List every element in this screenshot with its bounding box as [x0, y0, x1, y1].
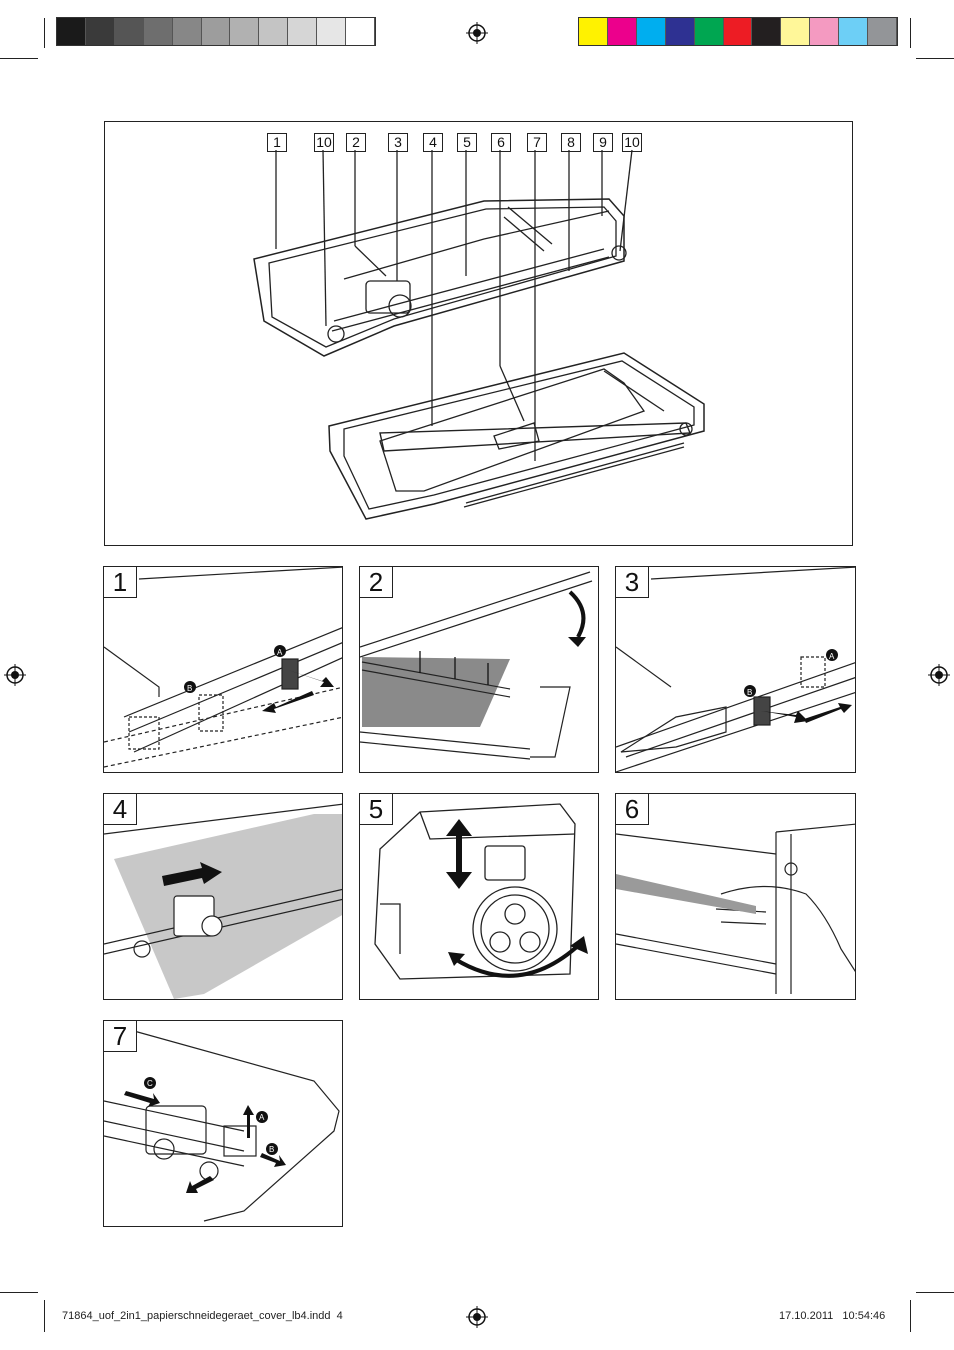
step-number: 7: [104, 1021, 137, 1052]
color-bar: [578, 17, 898, 46]
callout-5: 5: [457, 133, 477, 152]
step-panel-3: 3 A B: [615, 566, 856, 773]
footer-page: 4: [336, 1310, 343, 1322]
color-swatch: [57, 18, 86, 45]
label-b: B: [747, 688, 752, 697]
step-7-illustration: C A B: [104, 1030, 340, 1222]
color-swatch: [694, 18, 724, 45]
callout-4: 4: [423, 133, 443, 152]
label-a: A: [277, 648, 283, 657]
step-panel-7: 7 C A B: [103, 1020, 343, 1227]
label-c: C: [147, 1079, 153, 1088]
color-swatch: [288, 18, 318, 45]
callout-2: 2: [346, 133, 366, 152]
callout-9: 9: [593, 133, 613, 152]
step-panel-6: 6: [615, 793, 856, 1000]
color-swatch: [346, 18, 375, 45]
paper-cutter-illustration: [253, 149, 705, 520]
footer-file: 71864_uof_2in1_papierschneidegeraet_cove…: [62, 1310, 343, 1322]
color-swatch: [259, 18, 289, 45]
step-4-illustration: [104, 803, 342, 999]
step-3-illustration: A B: [616, 567, 855, 772]
registration-mark-icon: [466, 22, 488, 44]
color-swatch: [114, 18, 144, 45]
callout-8: 8: [561, 133, 581, 152]
callout-1: 1: [267, 133, 287, 152]
step-1-illustration: A B: [104, 567, 342, 768]
callout-6: 6: [491, 133, 511, 152]
step-6-illustration: [616, 823, 855, 994]
color-swatch: [665, 18, 695, 45]
crop-mark: [0, 1292, 38, 1293]
crop-mark: [916, 58, 954, 59]
color-swatch: [317, 18, 347, 45]
color-swatch: [579, 18, 608, 45]
step-panel-4: 4: [103, 793, 343, 1000]
crop-mark: [910, 18, 911, 48]
step-number: 1: [104, 567, 137, 598]
step-number: 5: [360, 794, 393, 825]
callout-7: 7: [527, 133, 547, 152]
registration-mark-icon: [928, 664, 950, 686]
step-number: 2: [360, 567, 393, 598]
color-swatch: [607, 18, 637, 45]
color-swatch: [723, 18, 753, 45]
footer-time: 10:54:46: [842, 1310, 886, 1322]
color-swatch: [143, 18, 173, 45]
color-swatch: [839, 18, 869, 45]
gray-scale-bar: [56, 17, 376, 46]
registration-mark-icon: [4, 664, 26, 686]
crop-mark: [44, 1300, 45, 1332]
color-swatch: [172, 18, 202, 45]
footer-filename: 71864_uof_2in1_papierschneidegeraet_cove…: [62, 1310, 331, 1322]
crop-mark: [0, 58, 38, 59]
registration-mark-icon: [466, 1306, 488, 1328]
label-b: B: [187, 684, 192, 693]
step-panel-1: 1 A B: [103, 566, 343, 773]
callout-3: 3: [388, 133, 408, 152]
step-panel-5: 5: [359, 793, 599, 1000]
callout-10: 10: [314, 133, 334, 152]
color-swatch: [752, 18, 782, 45]
step-2-illustration: [360, 571, 593, 760]
step-5-illustration: [374, 803, 588, 980]
color-swatch: [201, 18, 231, 45]
label-b: B: [269, 1145, 274, 1154]
footer-date: 17.10.2011: [779, 1310, 834, 1322]
color-swatch: [230, 18, 260, 45]
label-a: A: [259, 1113, 265, 1122]
step-number: 6: [616, 794, 649, 825]
color-swatch: [85, 18, 115, 45]
overview-figure: [104, 121, 853, 546]
step-number: 4: [104, 794, 137, 825]
footer-timestamp: 17.10.2011 10:54:46: [779, 1310, 885, 1322]
callout-10b: 10: [622, 133, 642, 152]
color-swatch: [868, 18, 897, 45]
color-swatch: [781, 18, 811, 45]
step-panel-2: 2: [359, 566, 599, 773]
crop-mark: [44, 18, 45, 48]
label-a: A: [829, 652, 835, 661]
crop-mark: [916, 1292, 954, 1293]
step-number: 3: [616, 567, 649, 598]
color-swatch: [636, 18, 666, 45]
color-swatch: [810, 18, 840, 45]
crop-mark: [910, 1300, 911, 1332]
